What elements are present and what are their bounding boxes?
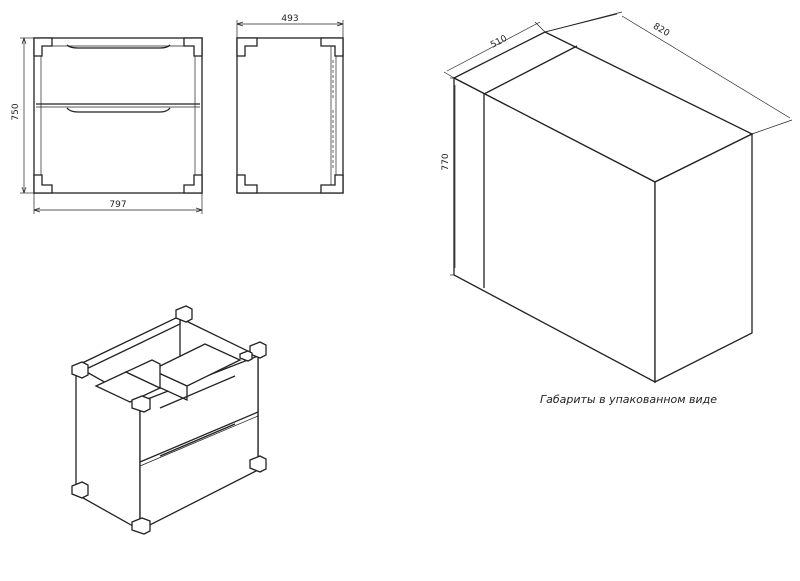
packaged-box: 510 820 770 bbox=[441, 11, 793, 384]
front-width-label: 797 bbox=[109, 200, 126, 210]
isometric-cabinet bbox=[71, 305, 267, 535]
packaging-caption: Габариты в упакованном виде bbox=[540, 393, 717, 406]
front-view: 750 797 bbox=[11, 37, 203, 214]
box-dimensions bbox=[443, 11, 793, 276]
front-height-label: 750 bbox=[11, 103, 21, 120]
corner-brackets bbox=[33, 37, 203, 194]
box-depth-label: 510 bbox=[489, 34, 509, 51]
side-dimensions bbox=[236, 20, 344, 38]
box-height-label: 770 bbox=[441, 153, 451, 170]
side-view: 493 bbox=[236, 14, 344, 194]
front-dimensions bbox=[20, 37, 203, 214]
box-width-label: 820 bbox=[651, 22, 671, 40]
side-brackets bbox=[236, 37, 344, 194]
side-depth-label: 493 bbox=[281, 14, 298, 24]
iso-brackets bbox=[71, 305, 267, 535]
